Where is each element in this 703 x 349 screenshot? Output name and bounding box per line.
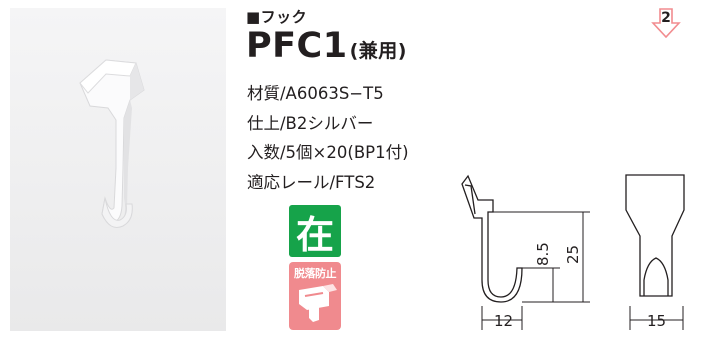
product-category: ■フック	[246, 8, 308, 26]
dim-front-width: 15	[647, 312, 666, 330]
product-photo	[10, 8, 226, 331]
side-dimensions	[481, 211, 684, 330]
spec-quantity: 入数/5個×20(BP1付)	[247, 143, 409, 162]
model-note: (兼用)	[349, 40, 407, 62]
page-arrow-icon	[651, 8, 681, 38]
dim-short-height: 8.5	[534, 242, 552, 266]
page-number: 2	[661, 10, 671, 26]
front-view	[625, 174, 685, 297]
spec-compatible-rail: 適応レール/FTS2	[247, 173, 376, 192]
dim-total-height: 25	[564, 245, 582, 264]
drop-prevention-label: 脱落防止	[294, 267, 337, 280]
dim-side-width: 12	[494, 312, 513, 330]
stock-badge: 在	[289, 205, 341, 257]
lock-clip-icon	[299, 284, 337, 322]
side-view	[461, 174, 523, 303]
spec-material: 材質/A6063S−T5	[247, 84, 384, 103]
product-model: PFC1(兼用)	[246, 26, 407, 71]
model-number: PFC1	[246, 26, 348, 66]
spec-finish: 仕上/B2シルバー	[247, 114, 374, 133]
hook-photo-illustration	[79, 59, 145, 228]
drop-prevention-badge: 脱落防止	[289, 262, 341, 330]
